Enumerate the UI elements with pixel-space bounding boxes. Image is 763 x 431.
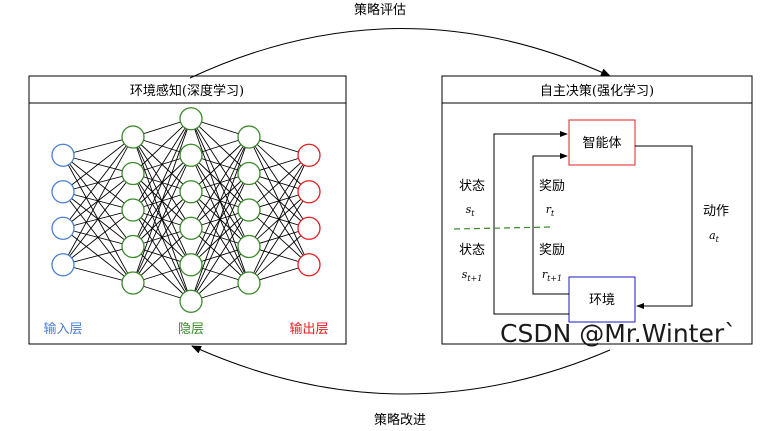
hidden-node bbox=[237, 234, 261, 259]
nn-edge bbox=[132, 118, 192, 284]
legend-hidden: 隐层 bbox=[178, 322, 204, 337]
nn-edge bbox=[62, 209, 134, 266]
bottom-arc-arrow bbox=[191, 345, 611, 395]
nn-edge bbox=[190, 136, 250, 193]
nn-nodes bbox=[51, 107, 321, 313]
env-box bbox=[568, 276, 636, 323]
left-panel: 环境感知(深度学习) 输入层 隐层 输出层 bbox=[28, 75, 347, 345]
nn-edge bbox=[62, 173, 134, 266]
hidden-node bbox=[237, 271, 261, 295]
hidden-node bbox=[179, 107, 203, 131]
output-node bbox=[297, 253, 321, 277]
nn-edge bbox=[190, 136, 250, 265]
state-symbol: st bbox=[466, 203, 476, 218]
timestep-divider bbox=[453, 226, 552, 230]
nn-edge bbox=[248, 155, 310, 247]
state-label: 状态 bbox=[459, 179, 485, 194]
nn-edge bbox=[248, 154, 310, 211]
input-node bbox=[51, 253, 75, 277]
top-arc-arrow bbox=[189, 28, 611, 79]
hidden-node bbox=[121, 125, 145, 149]
nn-edge bbox=[132, 118, 192, 211]
hidden-node bbox=[179, 143, 203, 167]
nn-edges bbox=[62, 118, 310, 302]
right-panel: 自主决策(强化学习) 智能体 环境 状态 st 状态 st+1 奖励 rt 奖励… bbox=[441, 75, 753, 345]
hidden-node bbox=[121, 234, 145, 259]
input-node bbox=[51, 143, 75, 167]
nn-edge bbox=[248, 191, 310, 284]
bottom-label: 策略改进 bbox=[374, 412, 426, 428]
hidden-node bbox=[237, 125, 261, 149]
env-label: 环境 bbox=[589, 293, 615, 308]
state-next-label: 状态 bbox=[459, 243, 485, 258]
nn-edge bbox=[132, 118, 192, 174]
nn-edge bbox=[248, 227, 310, 284]
state-arrow bbox=[493, 131, 569, 315]
nn-edge bbox=[190, 136, 250, 302]
legend-output: 输出层 bbox=[289, 321, 328, 337]
right-panel-title: 自主决策(强化学习) bbox=[540, 83, 654, 99]
hidden-node bbox=[237, 161, 261, 186]
action-arrow bbox=[635, 145, 693, 309]
reward-next-symbol: rt+1 bbox=[542, 268, 562, 283]
nn-edge bbox=[132, 118, 192, 247]
nn-edge bbox=[62, 136, 134, 265]
hidden-node bbox=[237, 198, 261, 222]
reward-next-label: 奖励 bbox=[539, 243, 565, 258]
nn-edge bbox=[62, 136, 134, 229]
nn-edge bbox=[132, 155, 192, 284]
nn-edge bbox=[62, 246, 134, 266]
hidden-node bbox=[121, 161, 145, 186]
nn-edge bbox=[190, 209, 250, 302]
nn-edge bbox=[62, 136, 134, 193]
top-label: 策略评估 bbox=[354, 2, 406, 18]
reward-symbol: rt bbox=[546, 203, 555, 218]
nn-edge bbox=[132, 191, 192, 284]
nn-edge bbox=[132, 227, 192, 284]
nn-edge bbox=[190, 136, 250, 229]
hidden-node bbox=[179, 180, 203, 204]
output-node bbox=[297, 216, 321, 240]
state-next-symbol: st+1 bbox=[462, 268, 483, 283]
legend-input: 输入层 bbox=[43, 321, 82, 337]
agent-box bbox=[568, 119, 636, 166]
hidden-node bbox=[179, 289, 203, 313]
input-node bbox=[51, 216, 75, 240]
reward-label: 奖励 bbox=[539, 179, 565, 194]
hidden-node bbox=[121, 271, 145, 295]
action-label: 动作 bbox=[703, 204, 729, 219]
left-panel-title: 环境感知(深度学习) bbox=[130, 83, 244, 99]
nn-edge bbox=[248, 155, 310, 284]
input-node bbox=[51, 180, 75, 204]
output-node bbox=[297, 143, 321, 167]
output-node bbox=[297, 180, 321, 204]
action-symbol: at bbox=[709, 229, 720, 244]
hidden-node bbox=[179, 253, 203, 277]
hidden-node bbox=[179, 216, 203, 240]
nn-edge bbox=[62, 264, 134, 284]
nn-edge bbox=[190, 173, 250, 302]
watermark: CSDN @Mr.Winter` bbox=[500, 319, 737, 348]
agent-label: 智能体 bbox=[582, 136, 621, 151]
hidden-node bbox=[121, 198, 145, 222]
reward-arrow bbox=[532, 153, 569, 295]
nn-edge bbox=[62, 136, 134, 156]
nn-edge bbox=[190, 246, 250, 302]
